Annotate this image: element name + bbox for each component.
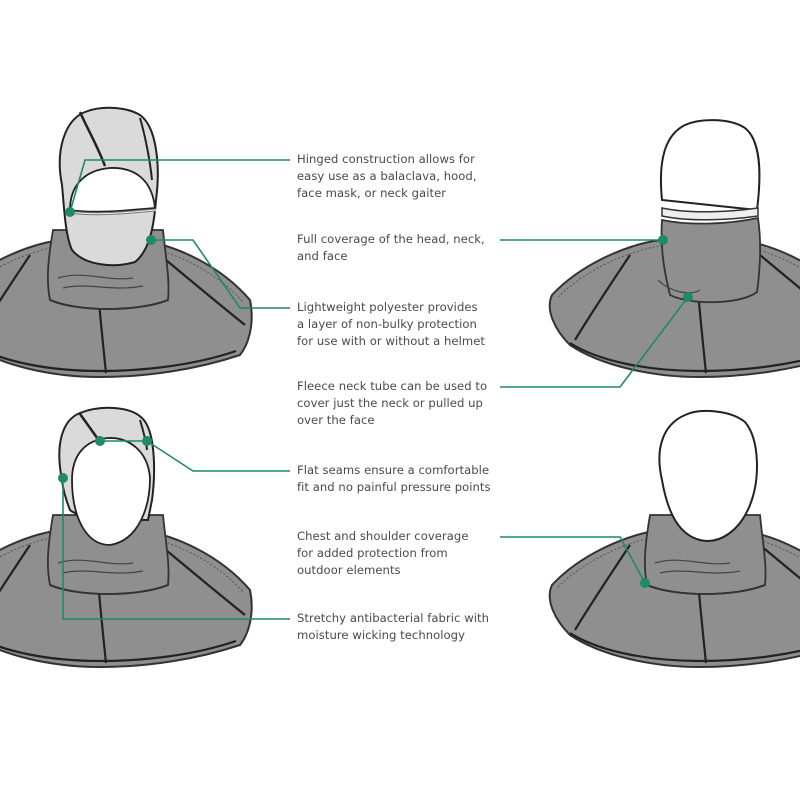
- figure-neck-only-mode: [548, 410, 800, 669]
- callout-line: Hinged construction allows for: [297, 152, 475, 166]
- figure-balaclava-mode: [0, 106, 253, 379]
- callout-line: moisture wicking technology: [297, 628, 466, 642]
- callout-stretchy-fabric: Stretchy antibacterial fabric with moist…: [297, 610, 537, 644]
- callout-line: Full coverage of the head, neck,: [297, 232, 485, 246]
- callout-line: easy use as a balaclava, hood,: [297, 169, 477, 183]
- callout-line: a layer of non-bulky protection: [297, 317, 477, 331]
- callout-line: for added protection from: [297, 546, 448, 560]
- callout-flat-seams: Flat seams ensure a comfortable fit and …: [297, 462, 537, 496]
- neck-tube-raised: [660, 216, 762, 304]
- callout-line: Fleece neck tube can be used to: [297, 379, 488, 393]
- callout-chest-shoulder-coverage: Chest and shoulder coverage for added pr…: [297, 528, 537, 579]
- callout-line: Chest and shoulder coverage: [297, 529, 469, 543]
- callout-line: for use with or without a helmet: [297, 334, 485, 348]
- figure-hood-mode: [0, 406, 253, 669]
- callout-fleece-neck-tube: Fleece neck tube can be used to cover ju…: [297, 378, 537, 429]
- callout-line: face mask, or neck gaiter: [297, 186, 447, 200]
- callout-full-coverage: Full coverage of the head, neck, and fac…: [297, 231, 537, 265]
- callout-line: Stretchy antibacterial fabric with: [297, 611, 489, 625]
- callout-line: and face: [297, 249, 348, 263]
- callout-lines: [62, 159, 689, 620]
- callout-line: Lightweight polyester provides: [297, 300, 478, 314]
- callout-line: Flat seams ensure a comfortable: [297, 463, 490, 477]
- callout-line: fit and no painful pressure points: [297, 480, 491, 494]
- callout-lightweight-polyester: Lightweight polyester provides a layer o…: [297, 299, 537, 350]
- callout-line: outdoor elements: [297, 563, 401, 577]
- figure-neck-gaiter-mode: [548, 119, 800, 379]
- callout-line: cover just the neck or pulled up: [297, 396, 483, 410]
- callout-line: over the face: [297, 413, 375, 427]
- callout-dots: [58, 207, 693, 588]
- callout-hinged-construction: Hinged construction allows for easy use …: [297, 151, 537, 202]
